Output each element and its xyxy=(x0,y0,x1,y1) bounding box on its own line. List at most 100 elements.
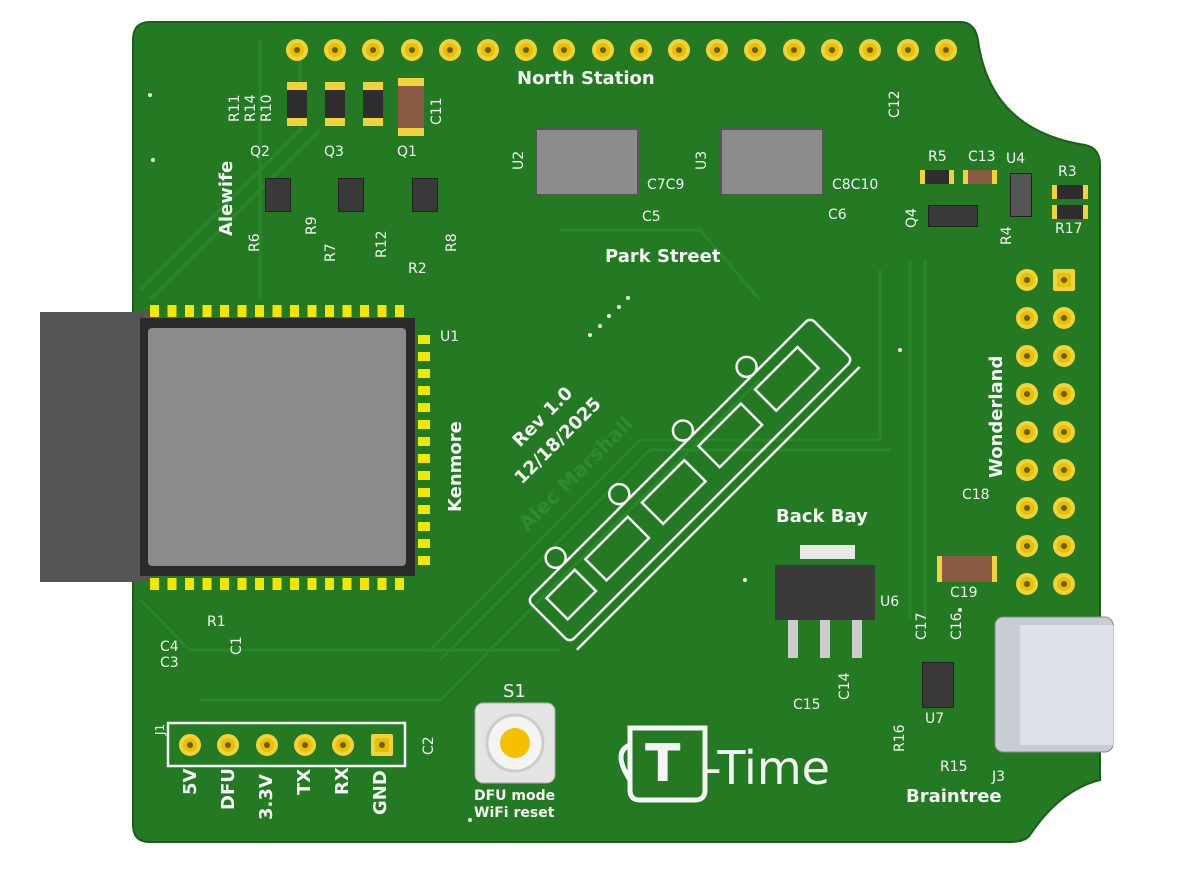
header-right-pad xyxy=(1053,383,1075,405)
esp32-pad xyxy=(395,305,404,317)
ref-u4: U4 xyxy=(1006,151,1026,167)
capacitor-c13 xyxy=(963,170,997,184)
esp32-pad xyxy=(377,305,387,317)
ref-r5: R5 xyxy=(928,149,947,165)
esp32-pad xyxy=(418,403,430,412)
header-top-pad xyxy=(782,39,805,61)
transistor-q3 xyxy=(338,178,364,212)
esp32-pad xyxy=(342,305,352,317)
esp32-pad xyxy=(185,578,194,590)
header-right-pad xyxy=(1016,459,1038,481)
station-kenmore: Kenmore xyxy=(445,421,466,512)
esp32-pad xyxy=(418,539,430,548)
header-top-pad xyxy=(286,39,308,61)
j1-pin-pad xyxy=(255,734,278,756)
header-top-pad xyxy=(591,39,614,61)
header-top-pad xyxy=(477,39,499,61)
ref-c8c10: C8C10 xyxy=(832,177,879,193)
train-silkscreen-icon xyxy=(528,318,861,651)
ref-c15: C15 xyxy=(793,697,821,713)
esp32-pad xyxy=(272,578,282,590)
ref-r10: R10 xyxy=(259,94,275,122)
header-top-pad xyxy=(668,39,690,61)
ref-r15: R15 xyxy=(940,759,968,775)
ref-r9: R9 xyxy=(304,216,320,235)
resistor-r10 xyxy=(363,82,383,126)
ref-q3: Q3 xyxy=(324,144,344,160)
esp32-pad xyxy=(307,578,317,590)
header-right-pad xyxy=(1053,535,1075,557)
header-right-pad xyxy=(1016,573,1038,595)
j1-pin-pad xyxy=(370,734,393,756)
ref-c19: C19 xyxy=(950,585,978,601)
station-north-station: North Station xyxy=(517,68,655,89)
ref-c11: C11 xyxy=(429,97,445,125)
ref-r16: R16 xyxy=(892,724,908,752)
esp32-pad xyxy=(418,556,430,565)
ref-c14: C14 xyxy=(837,672,853,700)
header-top-pad xyxy=(897,39,920,61)
header-top-pad xyxy=(935,39,958,61)
esp32-pad xyxy=(272,305,282,317)
ref-c2: C2 xyxy=(421,736,437,755)
transistor-q1 xyxy=(412,178,438,212)
ref-q4: Q4 xyxy=(904,208,920,228)
ref-c13: C13 xyxy=(968,149,996,165)
j1-pin-pad xyxy=(293,734,316,756)
ref-c6: C6 xyxy=(828,207,847,223)
header-right-pad xyxy=(1053,307,1075,329)
ref-r4: R4 xyxy=(999,226,1015,245)
j1-pin-pad xyxy=(179,734,201,756)
header-top-pad xyxy=(706,39,729,61)
ref-r3: R3 xyxy=(1058,164,1077,180)
esp32-antenna xyxy=(40,312,150,582)
ic-u7 xyxy=(922,662,954,708)
capacitor-c19 xyxy=(937,556,997,582)
esp32-pad xyxy=(307,305,317,317)
j1-pin-rx: RX xyxy=(332,767,353,795)
ic-u2 xyxy=(535,128,639,196)
esp32-pad xyxy=(395,578,404,590)
ref-r8: R8 xyxy=(444,233,460,252)
esp32-pad xyxy=(418,471,430,480)
esp32-pad xyxy=(255,305,264,317)
esp32-pad xyxy=(360,305,369,317)
ref-c7c9: C7C9 xyxy=(647,177,685,193)
ref-c1: C1 xyxy=(229,636,245,655)
station-back-bay: Back Bay xyxy=(776,506,868,527)
header-top-pad xyxy=(553,39,576,61)
header-right-pad xyxy=(1016,345,1038,367)
switch-actuator xyxy=(500,728,530,758)
esp32-pad xyxy=(418,352,430,361)
ref-c18: C18 xyxy=(962,487,990,503)
esp32-pad xyxy=(325,305,334,317)
ref-u6: U6 xyxy=(880,594,900,610)
esp32-pad xyxy=(255,578,264,590)
esp32-pad xyxy=(418,386,430,395)
header-right-pad xyxy=(1053,573,1075,595)
header-right-pad xyxy=(1053,345,1075,367)
ref-u1: U1 xyxy=(440,329,460,345)
station-park-street: Park Street xyxy=(605,246,721,267)
esp32-pad xyxy=(167,305,177,317)
ref-u3: U3 xyxy=(694,150,710,170)
esp32-pad xyxy=(237,578,247,590)
ref-c12: C12 xyxy=(887,90,903,118)
header-top-pad xyxy=(744,39,767,61)
header-top-pad xyxy=(324,39,347,61)
logo-letter: T xyxy=(645,734,681,794)
ref-c3: C3 xyxy=(160,655,179,671)
esp32-pad xyxy=(418,454,430,463)
resistor-r11 xyxy=(287,82,307,126)
esp32-pad xyxy=(342,578,352,590)
resistor-r14 xyxy=(325,82,345,126)
esp32-shield xyxy=(148,328,406,566)
header-top-pad xyxy=(515,39,538,61)
esp32-pad xyxy=(290,305,299,317)
header-right-pad xyxy=(1053,497,1075,519)
j1-pin-pad xyxy=(332,734,355,756)
station-alewife: Alewife xyxy=(216,160,237,236)
esp32-pad xyxy=(167,578,177,590)
header-right-pad xyxy=(1016,421,1038,443)
